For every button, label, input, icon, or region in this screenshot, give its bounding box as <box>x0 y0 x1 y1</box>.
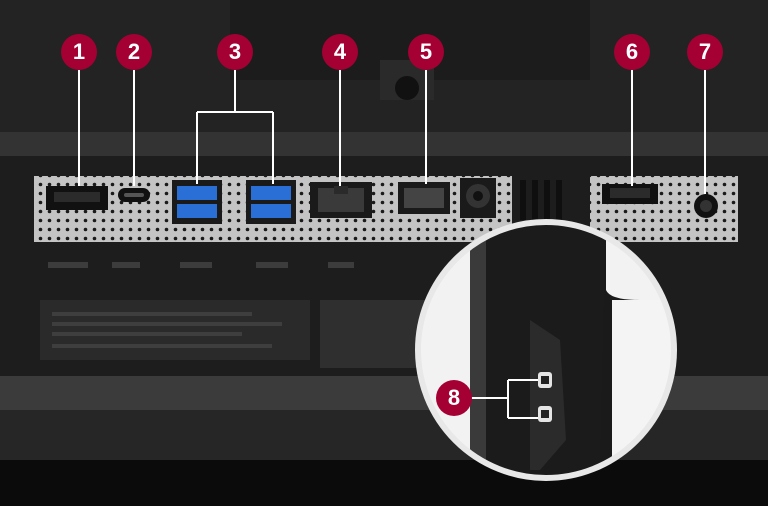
usb-c-port <box>118 188 150 202</box>
marker-2: 2 <box>116 34 152 70</box>
marker-8-leader <box>470 379 538 419</box>
marker-1: 1 <box>61 34 97 70</box>
headphone-jack <box>694 194 718 218</box>
usb-a-ports-right <box>246 180 296 224</box>
marker-5: 5 <box>408 34 444 70</box>
sfp-port <box>398 182 450 214</box>
hdmi-port <box>602 184 658 204</box>
marker-6: 6 <box>614 34 650 70</box>
label-plate <box>40 300 310 360</box>
magnifier-lens <box>415 219 677 481</box>
displayport-port <box>46 186 108 210</box>
usb-a-ports-left <box>172 180 222 224</box>
marker-leaders <box>78 70 706 194</box>
marker-3-leader <box>196 70 274 184</box>
marker-8: 8 <box>436 380 472 416</box>
ethernet-port <box>310 182 372 218</box>
marker-7: 7 <box>687 34 723 70</box>
marker-3: 3 <box>217 34 253 70</box>
dc-power-port <box>460 178 496 218</box>
marker-4: 4 <box>322 34 358 70</box>
